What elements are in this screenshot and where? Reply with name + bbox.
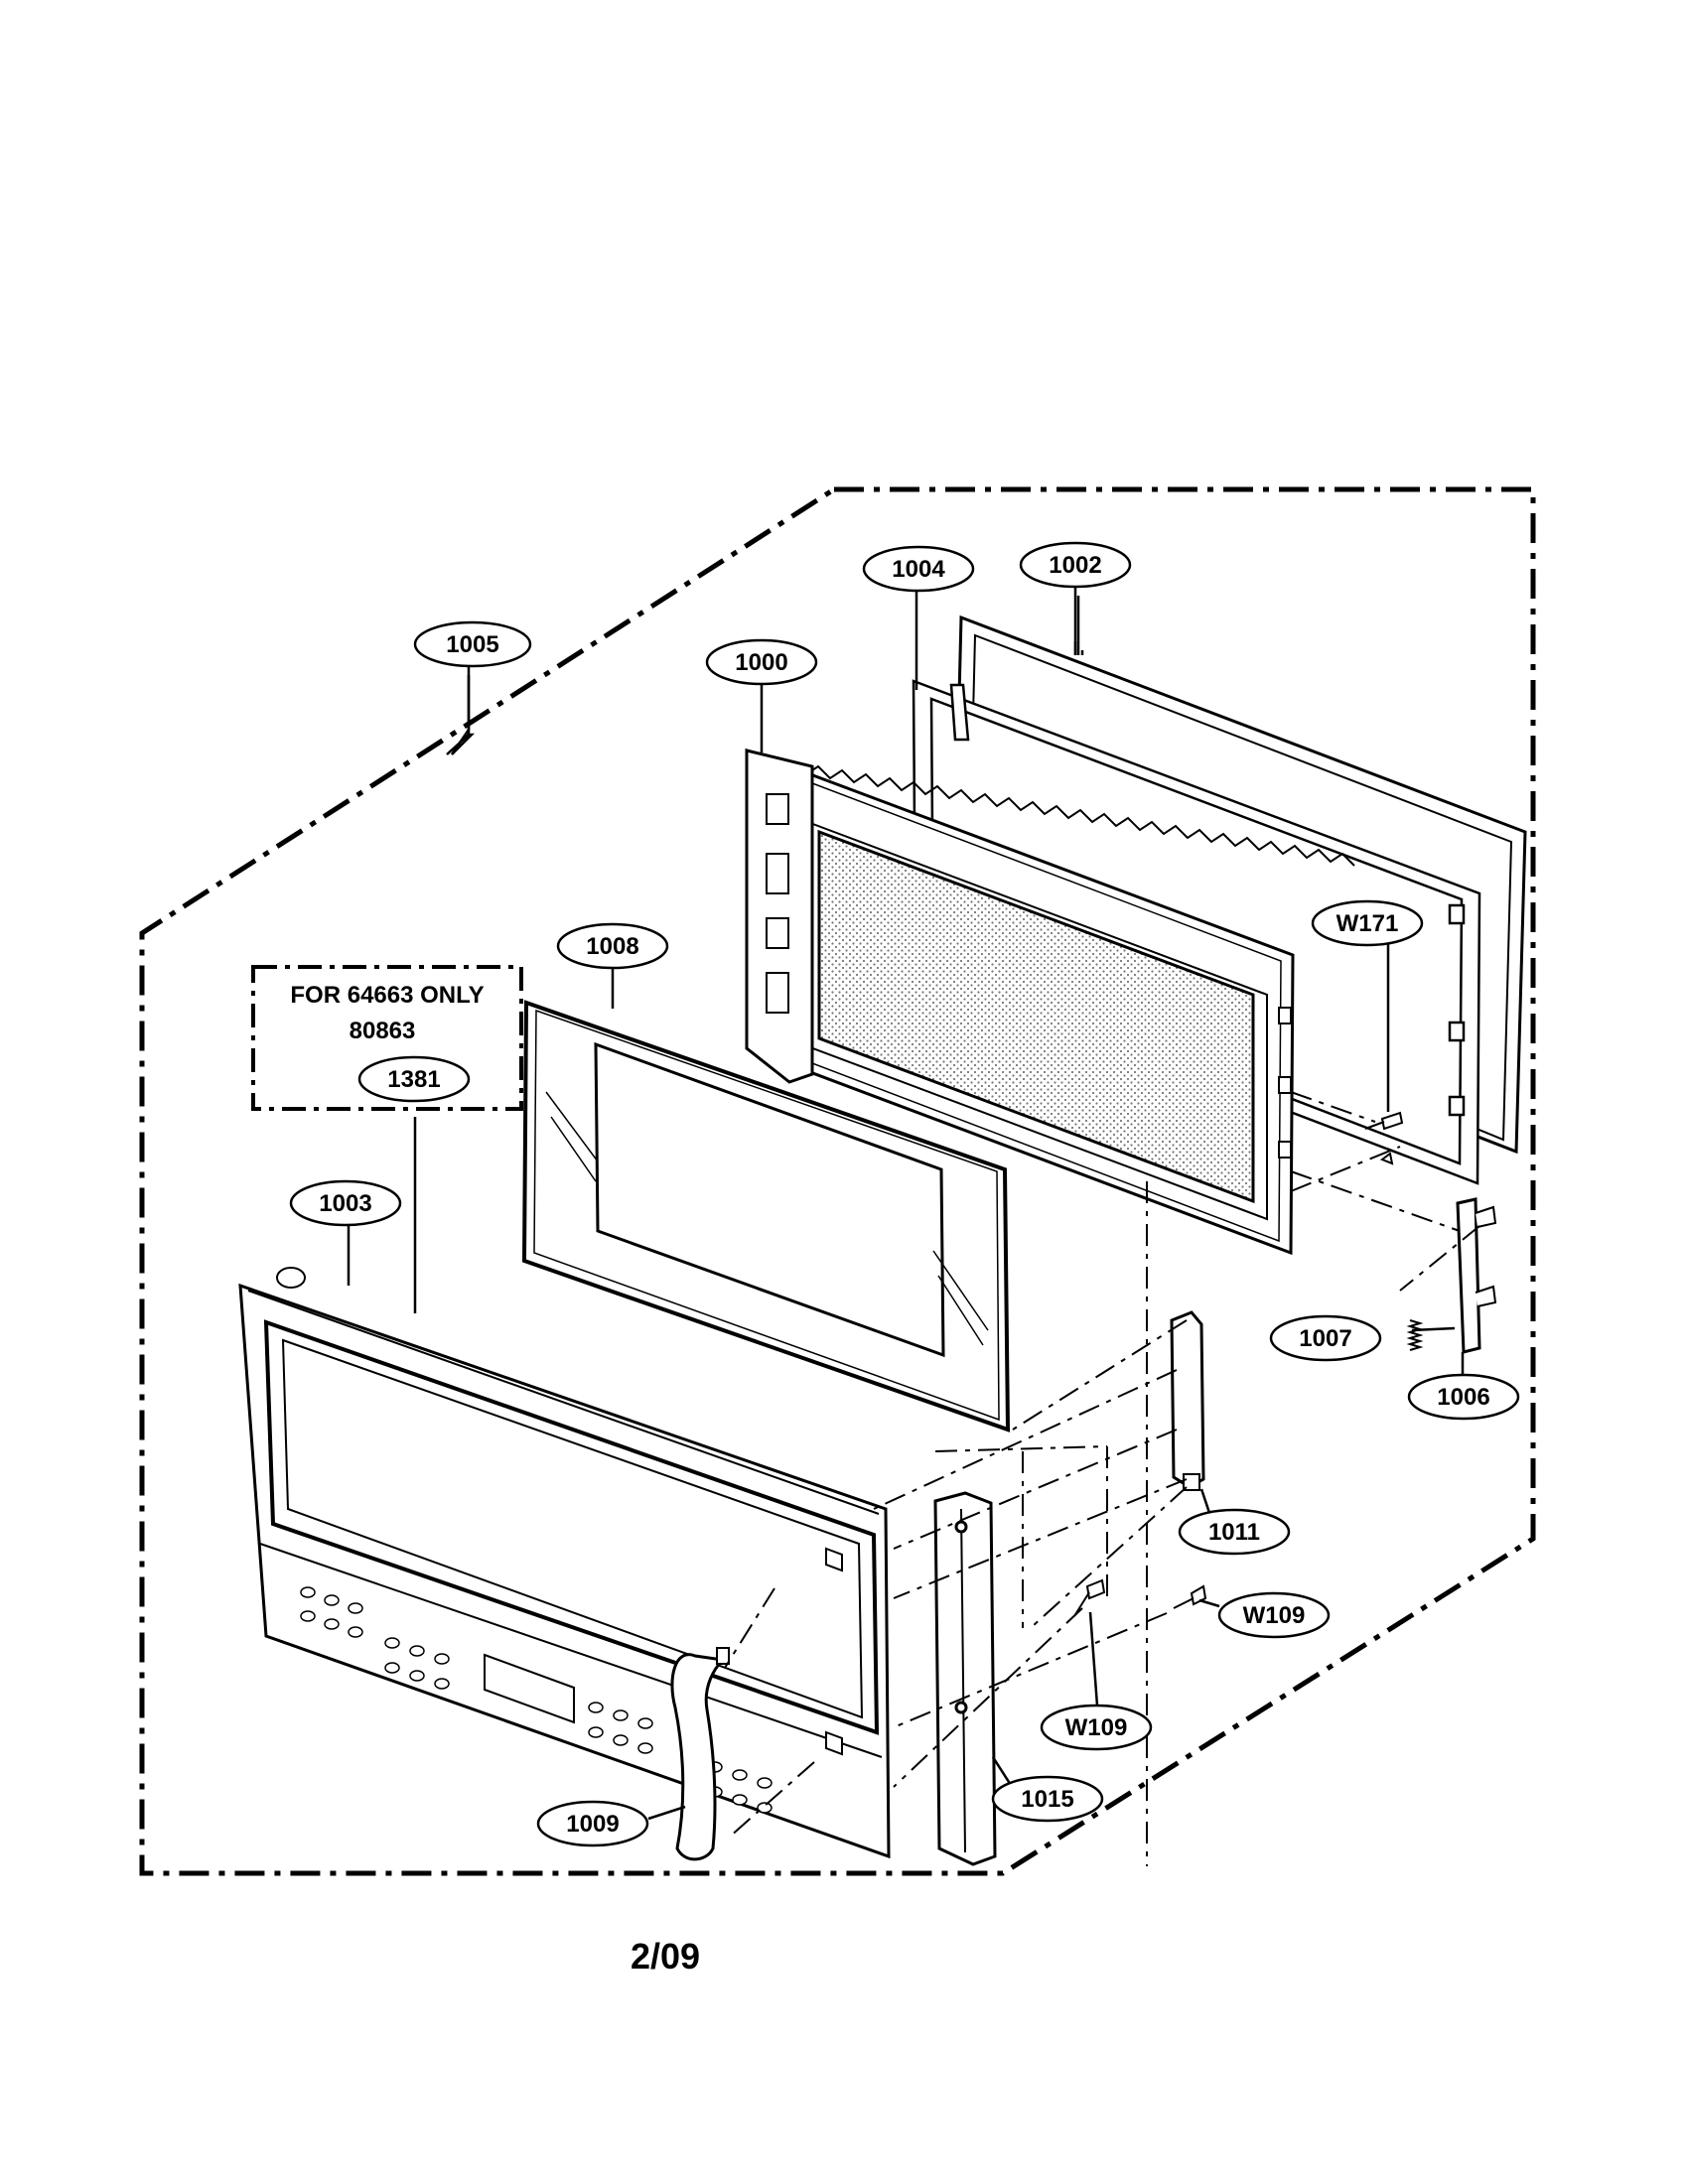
callout-1015: 1015 bbox=[1021, 1786, 1073, 1813]
assembly-lines bbox=[724, 1091, 1480, 1866]
callout-1015-oval bbox=[991, 1775, 1104, 1823]
callout-W109a-oval bbox=[1217, 1591, 1331, 1639]
callout-W109-lower: W109 bbox=[1065, 1714, 1128, 1741]
callout-1000: 1000 bbox=[735, 649, 787, 676]
callout-labels: 1005 1000 1004 1002 1008 1381 1003 W171 … bbox=[319, 552, 1489, 1838]
callout-W109b-oval bbox=[1040, 1704, 1153, 1751]
callout-1002-oval bbox=[1019, 541, 1132, 589]
callout-W171: W171 bbox=[1336, 910, 1399, 937]
callout-W171-oval bbox=[1311, 899, 1424, 947]
callout-1007-oval bbox=[1269, 1314, 1382, 1362]
part-1006-latch-hook bbox=[1456, 1197, 1497, 1354]
callouts bbox=[289, 541, 1520, 1847]
callout-1008-oval bbox=[556, 922, 669, 970]
callout-1004-oval bbox=[862, 545, 975, 593]
part-1007-spring bbox=[1406, 1319, 1424, 1351]
note-line-1: FOR 64663 ONLY bbox=[290, 982, 484, 1009]
callout-1007: 1007 bbox=[1299, 1325, 1351, 1352]
callout-1003-oval bbox=[289, 1179, 402, 1227]
part-w109-screws bbox=[1073, 1578, 1207, 1617]
page-label: 2/09 bbox=[630, 1936, 701, 1977]
callout-1011: 1011 bbox=[1208, 1519, 1260, 1546]
callout-1006-oval bbox=[1407, 1373, 1520, 1421]
callout-W109-right: W109 bbox=[1243, 1602, 1306, 1629]
callout-1003: 1003 bbox=[319, 1190, 371, 1217]
callout-1009-oval bbox=[536, 1800, 649, 1847]
callout-1381-oval bbox=[357, 1055, 471, 1103]
callout-1381: 1381 bbox=[387, 1066, 440, 1093]
callout-1004: 1004 bbox=[892, 556, 945, 583]
callout-1002: 1002 bbox=[1049, 552, 1101, 579]
callout-1006: 1006 bbox=[1437, 1384, 1489, 1411]
part-1011-latch-lever bbox=[1170, 1310, 1205, 1491]
callout-1008: 1008 bbox=[586, 933, 638, 960]
part-1015-latch-cover bbox=[933, 1491, 997, 1866]
part-1000-inner-door bbox=[745, 748, 1355, 1256]
callout-1005: 1005 bbox=[446, 631, 498, 658]
callout-1000-oval bbox=[705, 638, 818, 686]
callout-1005-oval bbox=[413, 620, 532, 668]
part-1008-door-glass bbox=[521, 1000, 1011, 1433]
note-line-2: 80863 bbox=[350, 1018, 416, 1044]
part-w171-screw bbox=[1364, 1111, 1404, 1165]
callout-1011-oval bbox=[1178, 1508, 1291, 1556]
assembly-boundary bbox=[139, 486, 1536, 1876]
leader-lines bbox=[347, 589, 1465, 1821]
callout-1009: 1009 bbox=[566, 1811, 619, 1838]
